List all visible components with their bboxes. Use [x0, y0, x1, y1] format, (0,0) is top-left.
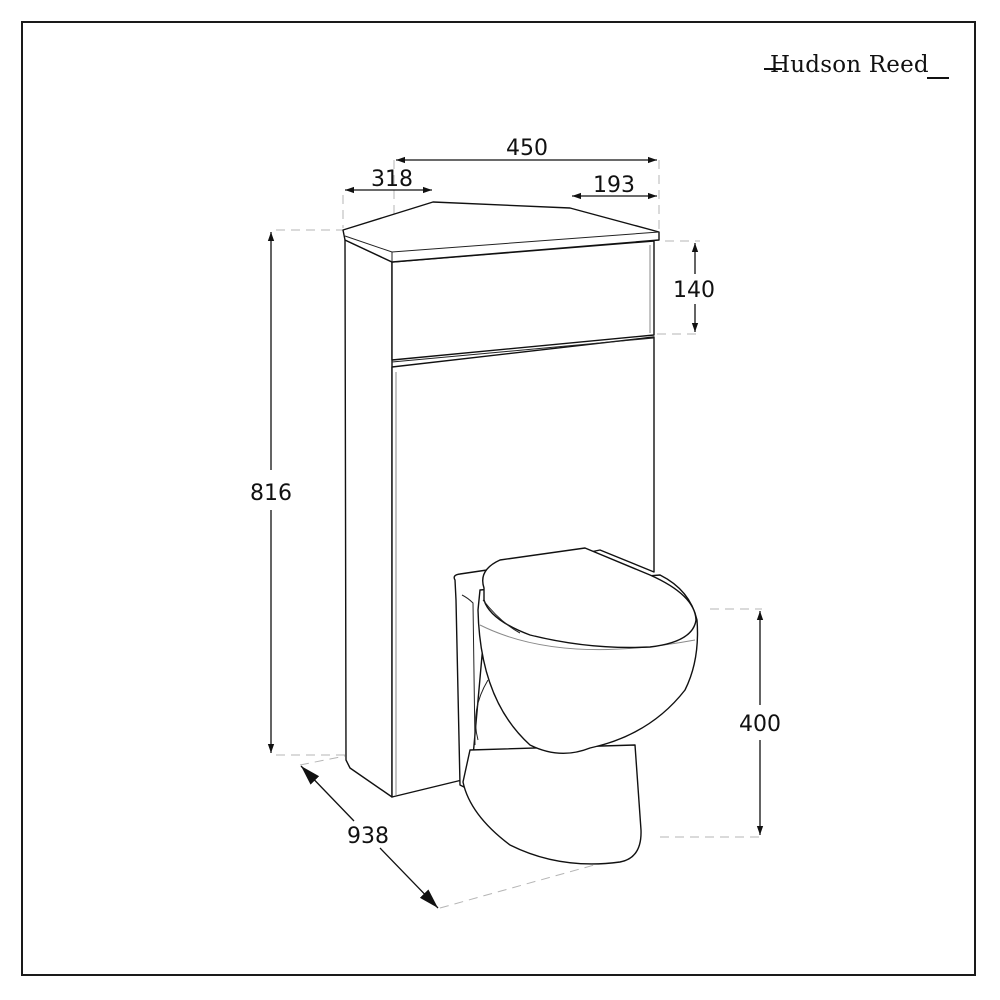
dim-816-label: 816 [250, 481, 292, 506]
dim-938-label: 938 [347, 824, 389, 849]
extension-lines [276, 160, 762, 909]
logo-lead-bar [764, 68, 782, 70]
dim-193-label: 193 [593, 173, 635, 198]
dim-938-line-bottom [379, 847, 439, 909]
dimension-lines [267, 156, 764, 909]
dim-450-label: 450 [506, 136, 548, 161]
cabinet-unit [342, 201, 660, 798]
dim-140-label: 140 [673, 278, 715, 303]
dim-400-label: 400 [739, 712, 781, 737]
dim-318-label: 318 [371, 167, 413, 192]
toilet-pan [453, 547, 699, 865]
dimension-labels: 450 318 193 140 816 400 938 [250, 136, 781, 849]
dim-938-line-top [300, 765, 355, 822]
brand-name: Hudson Reed [770, 52, 929, 78]
brand-logo: Hudson Reed [764, 52, 954, 88]
logo-tail-bar [927, 77, 949, 79]
